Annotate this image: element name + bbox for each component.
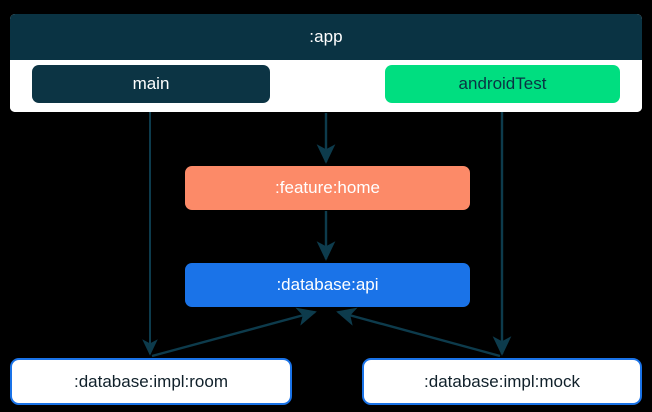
- source-set-androidtest[interactable]: androidTest: [385, 65, 620, 103]
- node-database-impl-room-label: :database:impl:room: [73, 371, 229, 391]
- node-database-impl-mock-label: :database:impl:mock: [424, 371, 580, 391]
- node-feature-home[interactable]: :feature:home: [185, 166, 470, 210]
- edge-database-impl-room-to-database-api: [151, 307, 317, 358]
- module-app-container[interactable]: :app main androidTest: [10, 14, 642, 112]
- node-database-impl-mock[interactable]: :database:impl:mock: [362, 358, 642, 405]
- source-set-main-label: main: [132, 74, 170, 93]
- node-database-impl-room[interactable]: :database:impl:room: [10, 358, 292, 405]
- module-app-label: :app: [309, 27, 343, 46]
- node-database-api[interactable]: :database:api: [185, 263, 470, 307]
- node-database-api-label: :database:api: [276, 275, 379, 294]
- module-app-header: :app: [10, 14, 642, 60]
- source-set-main[interactable]: main: [32, 65, 270, 103]
- node-feature-home-label: :feature:home: [275, 178, 380, 197]
- source-set-androidtest-label: androidTest: [458, 74, 547, 93]
- edge-database-impl-mock-to-database-api: [336, 307, 501, 358]
